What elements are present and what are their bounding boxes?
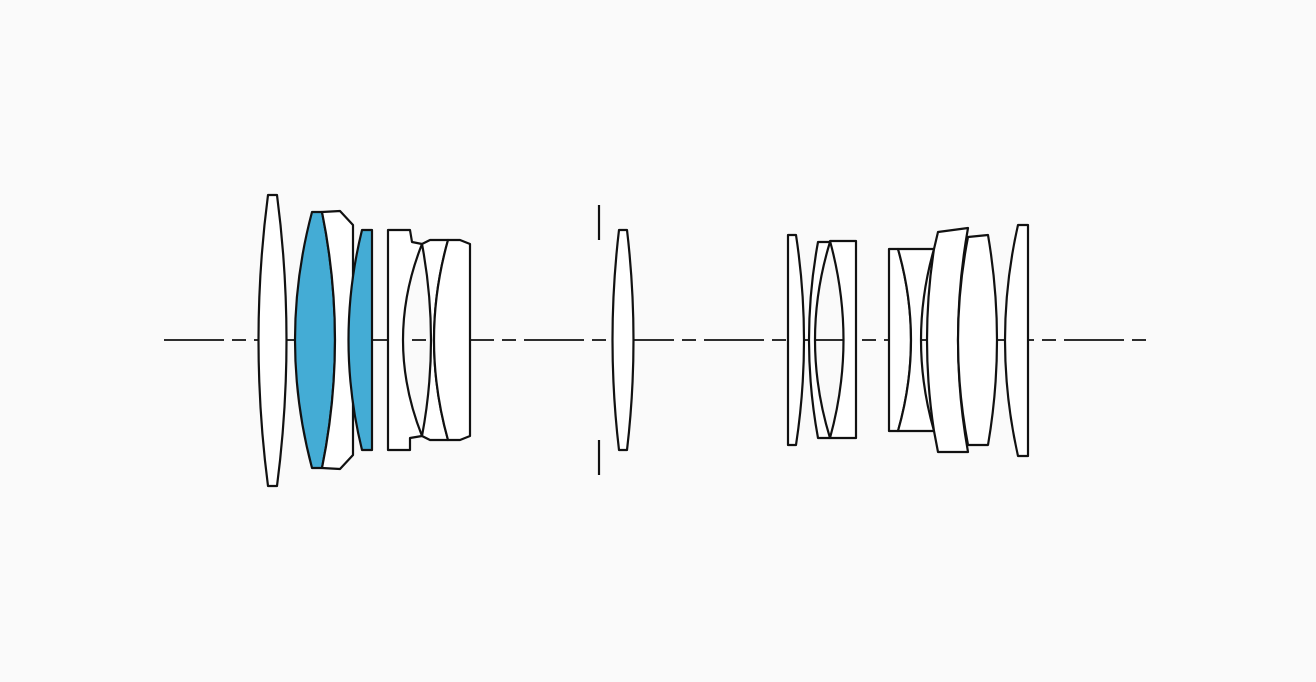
lens-element-8 <box>611 228 635 452</box>
lens-element-4-special <box>347 228 374 452</box>
lens-element-3 <box>320 209 355 471</box>
lens-element-9 <box>786 233 806 447</box>
lens-element-16 <box>1003 223 1030 458</box>
lens-element-11 <box>828 239 858 440</box>
lens-element-7 <box>432 238 472 442</box>
lens-element-15 <box>956 233 999 447</box>
lens-element-1 <box>257 193 288 488</box>
